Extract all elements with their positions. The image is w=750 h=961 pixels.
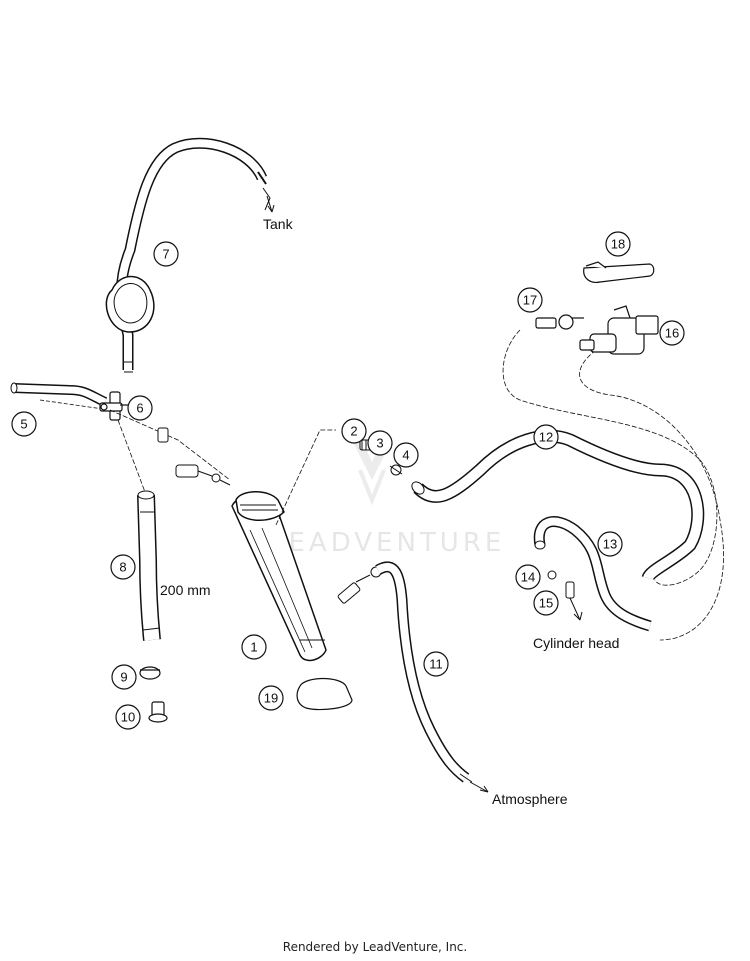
bracket-18 [583,261,655,283]
callout-19: 19 [258,685,284,711]
hose-12 [411,429,705,582]
label-atmosphere: Atmosphere [492,791,568,807]
callout-12: 12 [533,424,559,450]
callout-16: 16 [659,320,685,346]
hose-11 [375,561,489,793]
svg-text:14: 14 [521,570,535,585]
canister-left-connector [157,427,231,486]
svg-text:15: 15 [539,596,553,611]
clamp-9-plug-10 [139,666,168,723]
callout-6: 6 [127,395,153,421]
callout-14: 14 [515,564,541,590]
callout-13: 13 [597,531,623,557]
svg-text:16: 16 [665,326,679,341]
svg-text:2: 2 [350,424,357,439]
hose-8 [137,490,161,641]
callout-11: 11 [423,651,449,677]
svg-text:7: 7 [162,247,169,262]
svg-text:6: 6 [136,401,143,416]
callout-2: 2 [341,418,367,444]
tank-hose [105,137,275,373]
hose-5 [10,382,111,411]
callout-4: 4 [393,442,419,468]
svg-text:9: 9 [120,670,127,685]
callout-1: 1 [241,634,267,660]
canister-outlet-fitting [337,566,382,604]
watermark: LEADVENTURE [270,440,505,558]
callout-7: 7 [153,241,179,267]
svg-text:17: 17 [523,293,537,308]
callout-15: 15 [533,590,559,616]
assembly-line-canister-top [275,429,336,526]
callout-10: 10 [115,704,141,730]
callout-9: 9 [111,664,137,690]
t-fitting-6 [99,391,128,421]
assembly-lines-right [502,329,724,641]
callout-17: 17 [517,287,543,313]
svg-text:8: 8 [119,560,126,575]
label-cylinder-head: Cylinder head [533,635,619,651]
valve-16 [579,305,659,355]
callout-18: 18 [605,231,631,257]
svg-text:1: 1 [250,640,257,655]
svg-text:10: 10 [121,710,135,725]
svg-text:5: 5 [20,417,27,432]
svg-text:4: 4 [402,448,409,463]
svg-text:11: 11 [429,657,443,672]
cover-19 [296,677,353,711]
assembly-lines-left [109,409,231,493]
clamp-14-fitting-15 [547,570,583,621]
hose-13 [533,516,652,632]
label-length: 200 mm [160,582,211,598]
canister-1 [231,491,327,662]
callout-8: 8 [110,554,136,580]
svg-text:12: 12 [539,430,553,445]
footer-credit: Rendered by LeadVenture, Inc. [282,940,468,954]
svg-text:19: 19 [264,691,278,706]
watermark-text: LEADVENTURE [270,528,505,558]
callouts: 1 2 3 4 5 6 7 8 9 10 11 12 13 14 15 16 1… [11,231,685,730]
fitting-17 [535,314,584,330]
svg-text:18: 18 [611,237,625,252]
svg-text:3: 3 [376,436,383,451]
svg-text:13: 13 [603,537,617,552]
callout-3: 3 [367,430,393,456]
callout-5: 5 [11,411,37,437]
label-tank: Tank [263,216,294,232]
